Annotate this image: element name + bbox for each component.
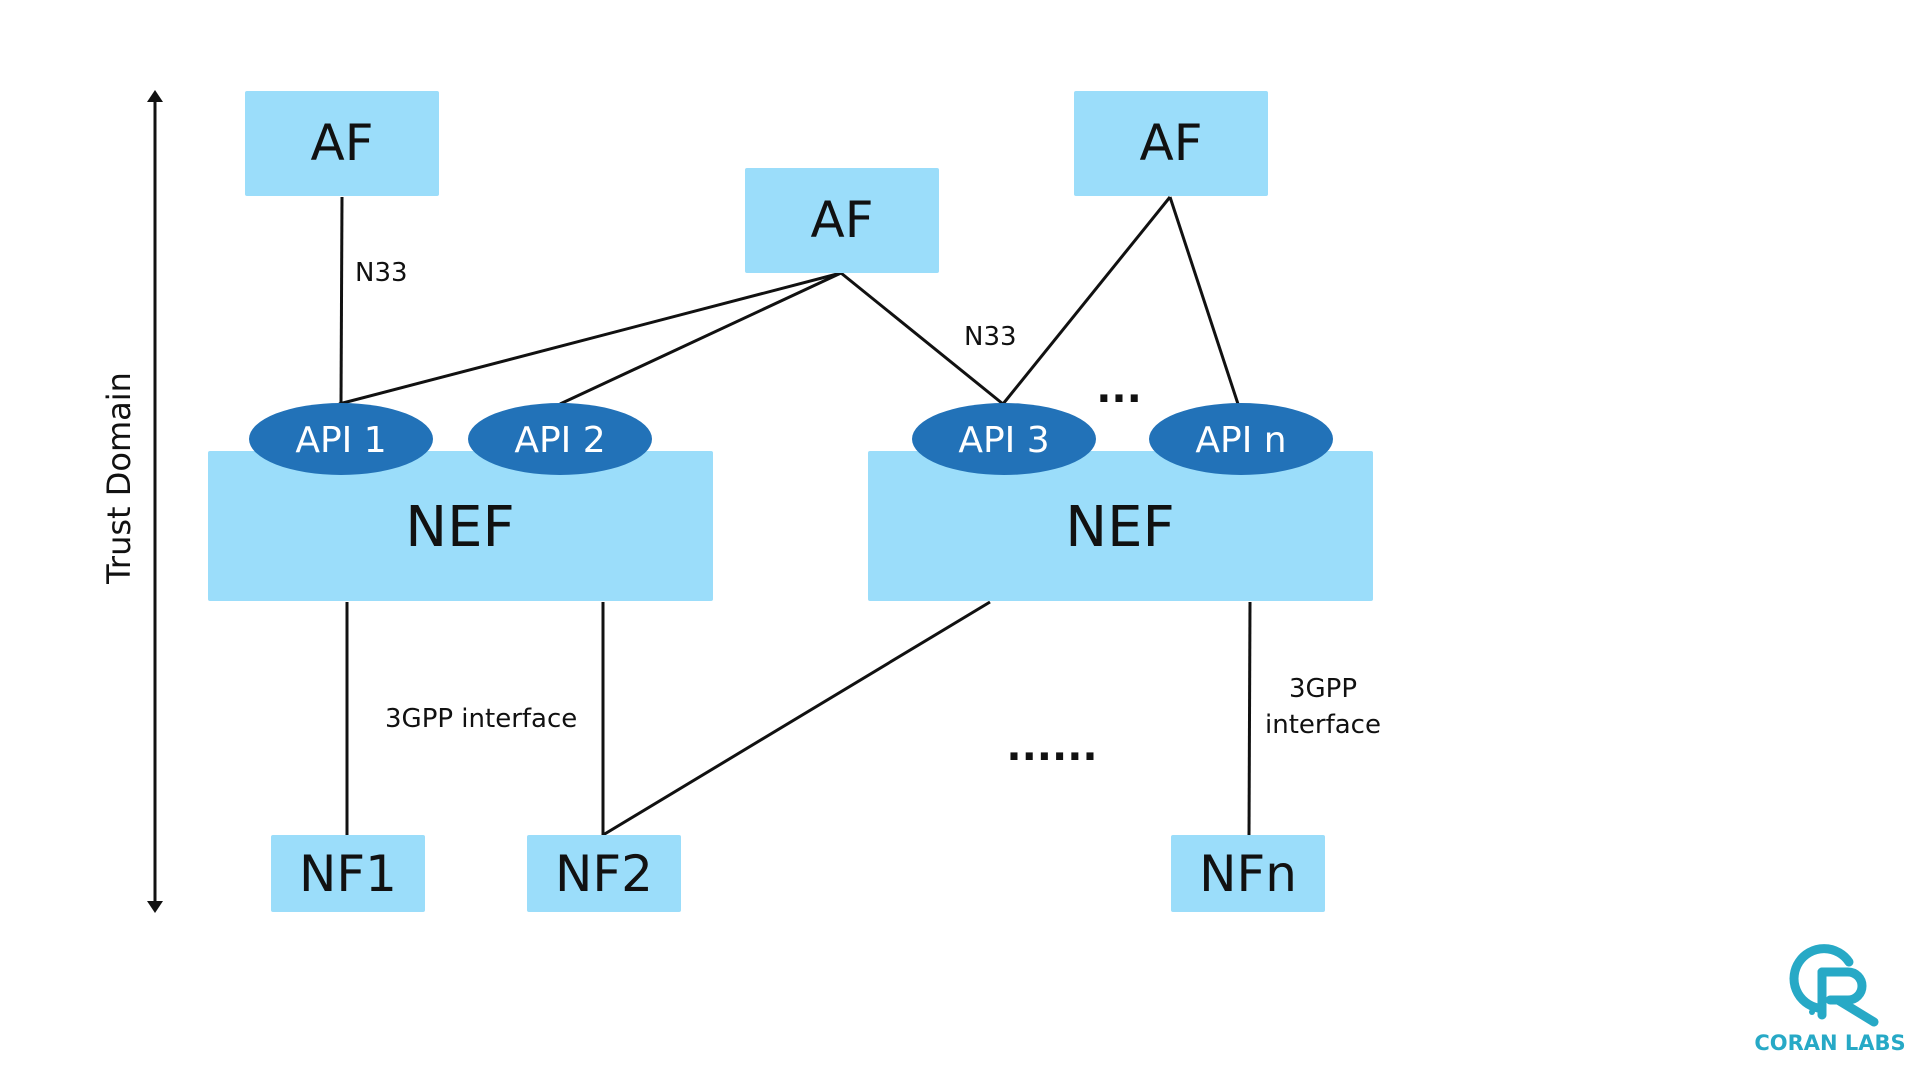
interface-right-label-line1: 3GPP [1289, 674, 1357, 704]
api-3: API 3 [912, 403, 1096, 475]
nf1: NF1 [271, 835, 425, 912]
api-3-ellipse [912, 403, 1096, 475]
api-1-label: API 1 [295, 420, 386, 461]
api-3-label: API 3 [958, 420, 1049, 461]
n33-center-label: N33 [964, 322, 1017, 352]
n33-left-label: N33 [355, 258, 408, 288]
edge-nef-right-nf2 [602, 600, 991, 837]
interface-right-label-line2: interface [1265, 710, 1381, 740]
af-center-label: AF [811, 191, 874, 249]
edge-nef-right-nfn [1247, 601, 1252, 836]
coran-labs-logo-icon [1789, 944, 1879, 1027]
trust-domain-axis: Trust Domain [100, 90, 163, 913]
af-left: AF [245, 91, 439, 196]
api-2-ellipse [468, 403, 652, 475]
api-1: API 1 [249, 403, 433, 475]
nef-right-box [868, 451, 1373, 601]
api-n-ellipse [1149, 403, 1333, 475]
nf1-label: NF1 [299, 845, 397, 903]
coran-labs-logo: CORAN LABS [1754, 944, 1906, 1055]
api-gap-ellipsis: ... [1096, 366, 1142, 412]
connection-lines [338, 196, 1252, 837]
nef-left-label: NEF [405, 495, 514, 560]
edge-af-center-api3 [840, 271, 1004, 406]
nf-gap-ellipsis: ...... [1006, 724, 1097, 770]
af-right-box [1074, 91, 1268, 196]
trust-domain-label: Trust Domain [100, 372, 138, 585]
nef-right: NEF [868, 451, 1373, 601]
edge-af-right-api3 [1001, 196, 1172, 405]
api-2: API 2 [468, 403, 652, 475]
api-n-label: API n [1195, 420, 1286, 461]
api-1-ellipse [249, 403, 433, 475]
af-left-label: AF [311, 114, 374, 172]
nfn: NFn [1171, 835, 1325, 912]
nfn-label: NFn [1199, 845, 1297, 903]
nf2: NF2 [527, 835, 681, 912]
af-left-box [245, 91, 439, 196]
af-right: AF [1074, 91, 1268, 196]
nef-left: NEF [208, 451, 713, 601]
api-2-label: API 2 [514, 420, 605, 461]
af-center-box [745, 168, 939, 273]
af-right-label: AF [1140, 114, 1203, 172]
nf2-box [527, 835, 681, 912]
af-center: AF [745, 168, 939, 273]
arrow-down-icon [147, 901, 163, 913]
nf2-label: NF2 [555, 845, 653, 903]
arrow-up-icon [147, 90, 163, 102]
nef-left-box [208, 451, 713, 601]
nef-right-label: NEF [1065, 495, 1174, 560]
edge-af-center-api2 [559, 271, 842, 406]
edge-af-center-api1 [338, 271, 842, 406]
nfn-box [1171, 835, 1325, 912]
coran-labs-logo-text: CORAN LABS [1754, 1031, 1905, 1055]
edge-af-left-api1 [339, 196, 344, 405]
interface-left-label: 3GPP interface [385, 704, 577, 734]
edge-af-right-apin [1168, 196, 1240, 405]
nf1-box [271, 835, 425, 912]
api-n: API n [1149, 403, 1333, 475]
